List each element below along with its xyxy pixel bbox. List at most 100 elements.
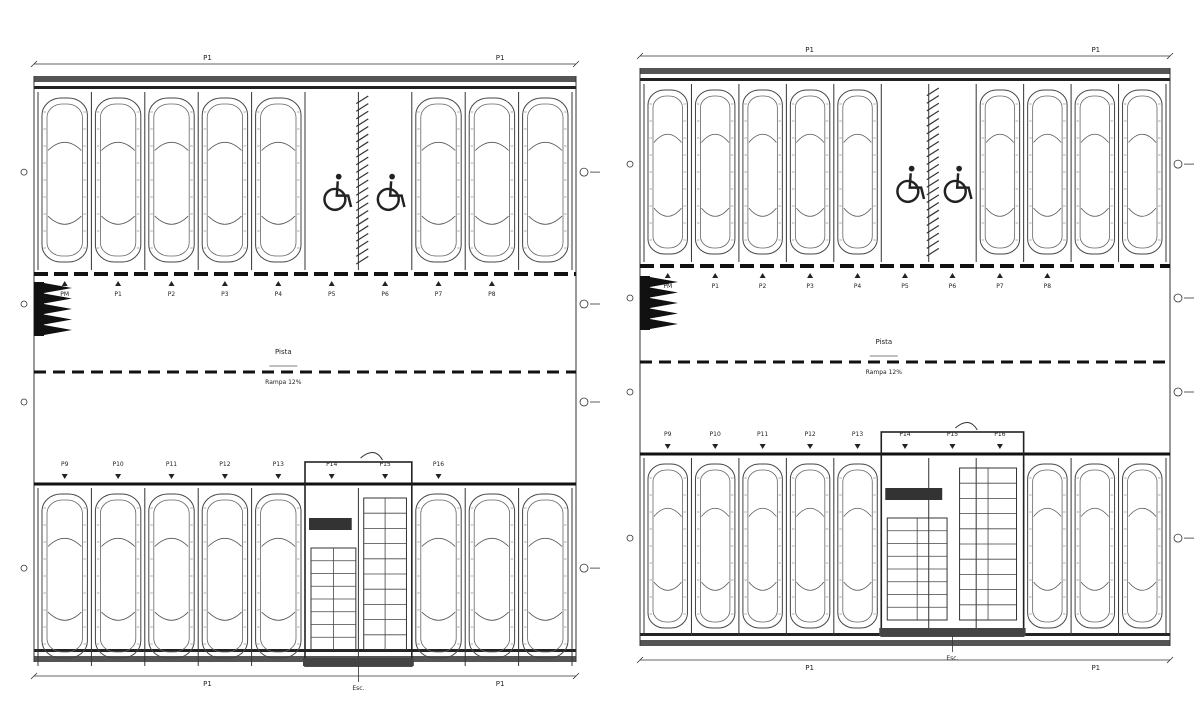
body [335,181,353,208]
staircase [310,547,357,651]
stall-marker [807,444,814,449]
core-slab [309,518,352,530]
car-body [837,463,878,629]
car-rear-window [843,207,872,217]
car-outline [979,89,1021,255]
car-windshield [796,133,825,143]
car-body [789,463,831,629]
car-body [837,89,878,255]
north-wall-inner [34,86,576,89]
car-windshield [653,507,682,517]
car-inner [260,499,297,653]
hatch-line [355,240,369,250]
stall-marker [996,273,1003,278]
car-windshield [843,133,872,143]
stall-marker [435,281,442,286]
car-rear-window [207,611,242,621]
side-marker [20,397,600,407]
car-windshield [421,537,456,547]
stall-code-upper: P7 [996,283,1004,290]
car-body [979,89,1021,255]
hatch-line [926,156,940,165]
accessibility-icon [896,165,926,204]
stall-code-upper: P7 [435,291,443,298]
hatch-line [355,210,369,219]
stall-code-lower: P15 [947,431,958,438]
side-marker [626,387,1194,397]
car-inner [46,499,83,653]
car-rear-window [1033,581,1062,591]
stall-marker [949,273,956,278]
car-rear-window [421,611,456,621]
block-arrow [650,277,678,287]
stall-marker [759,444,766,449]
car-rear-window [47,611,82,621]
car-rear-window [1080,207,1109,217]
marker-ring [579,397,589,407]
hatch-line [355,164,369,173]
car-body [1074,463,1116,629]
stall-code-lower: P16 [994,431,1005,438]
stall-marker [382,474,389,479]
car-windshield [154,537,189,547]
hatch-line [926,171,940,181]
car-inner [153,103,190,257]
stall-code-upper: P6 [949,283,957,290]
dim-label-top-1: P1 [203,54,212,62]
car-rear-window [653,581,682,591]
car-outline [255,97,302,263]
car-inner [473,103,511,257]
car-windshield [528,537,563,547]
staircase [886,517,948,621]
car-rear-window [701,207,730,217]
car-inner [527,103,564,257]
car-outline [694,463,736,629]
car-windshield [207,537,242,547]
car-rear-window [207,215,242,225]
car-rear-window [474,215,509,225]
car-outline [415,493,462,659]
car-body [522,97,569,263]
marker-ring [1173,293,1183,303]
car-body [1122,89,1163,255]
car-windshield [528,141,563,151]
dim-tick [572,672,580,680]
car-body [148,493,195,659]
marker-ring-left [626,294,634,302]
dim-tick [572,60,580,68]
car-inner [700,95,731,249]
car-rear-window [1128,207,1157,217]
car-body [415,97,462,263]
stall-code-upper: P4 [275,291,283,298]
stall-code-lower: P12 [219,461,230,468]
car-inner [794,469,826,623]
car-rear-window [1080,581,1109,591]
hatch-line [926,110,940,120]
car-outline [94,493,142,659]
hatch-line [926,102,940,112]
block-arrow [650,287,678,298]
hatch-line [355,179,369,189]
car-outline [255,493,302,659]
hatch-line [355,187,369,196]
car-windshield [1033,133,1062,143]
car-rear-window [154,215,189,225]
stair-label: Esc. [946,655,958,662]
north-wall [34,76,576,82]
dim-tick [30,672,38,680]
hatch-line [926,95,940,104]
hatch-line [926,232,940,242]
stall-code-upper: P3 [806,283,814,290]
marker-ring [1173,159,1183,169]
dim-tick [1166,52,1174,60]
car-rear-window [1033,207,1062,217]
side-marker [626,159,1194,169]
staircase [363,497,407,651]
stall-code-lower: P10 [112,461,123,468]
staircase [959,467,1018,621]
stall-code-upper: P1 [114,291,122,298]
car-rear-window [101,611,136,621]
car-body [647,89,688,255]
core-wall [879,628,1026,636]
